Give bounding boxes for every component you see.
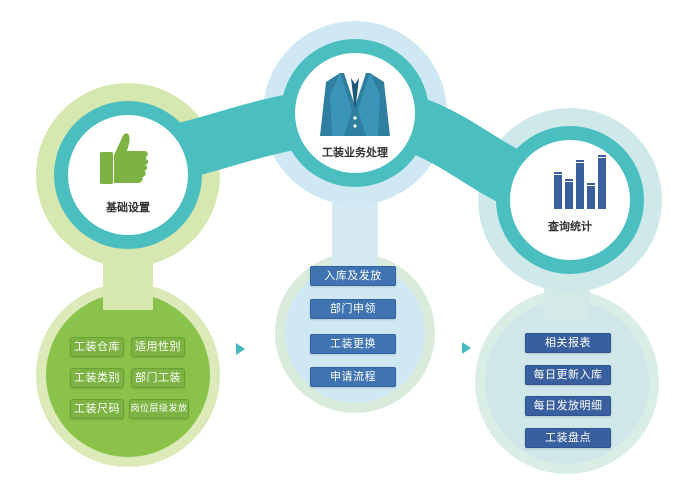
application-process-button[interactable]: 申请流程 bbox=[310, 367, 396, 387]
bar-chart-icon-cap bbox=[554, 172, 562, 174]
bar-chart-icon-bar bbox=[598, 158, 606, 209]
bar-chart-icon-cap bbox=[565, 179, 573, 181]
suit-jacket-icon bbox=[320, 73, 390, 136]
size-button[interactable]: 工装尺码 bbox=[70, 399, 124, 419]
daily-issue-detail-button[interactable]: 每日发放明细 bbox=[525, 396, 611, 416]
uniform-replacement-button[interactable]: 工装更换 bbox=[310, 334, 396, 354]
thumbs-up-icon bbox=[100, 133, 149, 184]
bar-chart-icon-cap bbox=[598, 155, 606, 157]
gender-button[interactable]: 适用性别 bbox=[131, 337, 185, 357]
position-level-button[interactable]: 岗位层级发放 bbox=[129, 399, 189, 419]
basic-settings-title: 基础设置 bbox=[106, 201, 150, 214]
reports-button[interactable]: 相关报表 bbox=[525, 333, 611, 353]
query-stats-title: 查询统计 bbox=[548, 220, 592, 233]
inbound-issue-button[interactable]: 入库及发放 bbox=[310, 266, 396, 286]
arrow-right-icon bbox=[462, 342, 471, 354]
warehouse-button[interactable]: 工装仓库 bbox=[70, 337, 124, 357]
category-button[interactable]: 工装类别 bbox=[70, 368, 124, 388]
bar-chart-icon-bar bbox=[554, 175, 562, 209]
daily-inbound-button[interactable]: 每日更新入库 bbox=[525, 365, 611, 385]
department-uniform-button[interactable]: 部门工装 bbox=[131, 368, 185, 388]
business-processing-title: 工装业务处理 bbox=[322, 146, 388, 159]
inventory-check-button[interactable]: 工装盘点 bbox=[525, 428, 611, 448]
bar-chart-icon-bar bbox=[565, 182, 573, 209]
arrow-right-icon bbox=[236, 343, 245, 355]
bar-chart-icon bbox=[554, 155, 606, 209]
bar-chart-icon-bar bbox=[587, 186, 595, 209]
bar-chart-icon-bar bbox=[576, 163, 584, 209]
bar-chart-icon-cap bbox=[587, 183, 595, 185]
bar-chart-icon-cap bbox=[576, 160, 584, 162]
department-request-button[interactable]: 部门申领 bbox=[310, 299, 396, 319]
